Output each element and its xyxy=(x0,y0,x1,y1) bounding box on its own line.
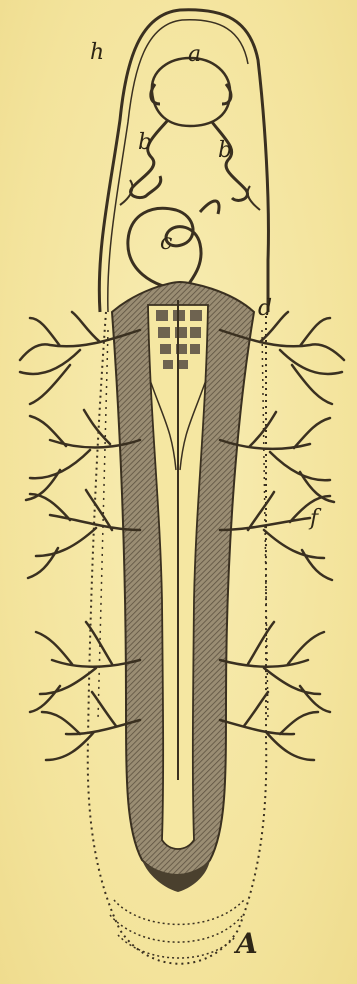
label-h: h xyxy=(90,42,104,64)
head-outline xyxy=(99,10,268,312)
label-b-left: b xyxy=(138,132,152,154)
organ-c xyxy=(128,201,219,290)
label-a: a xyxy=(188,44,201,66)
label-f: f xyxy=(310,508,318,530)
label-c: c xyxy=(160,232,172,254)
label-A: A xyxy=(236,930,258,958)
organ-a xyxy=(152,58,230,126)
label-d: d xyxy=(258,298,272,320)
label-b-right: b xyxy=(218,140,232,162)
